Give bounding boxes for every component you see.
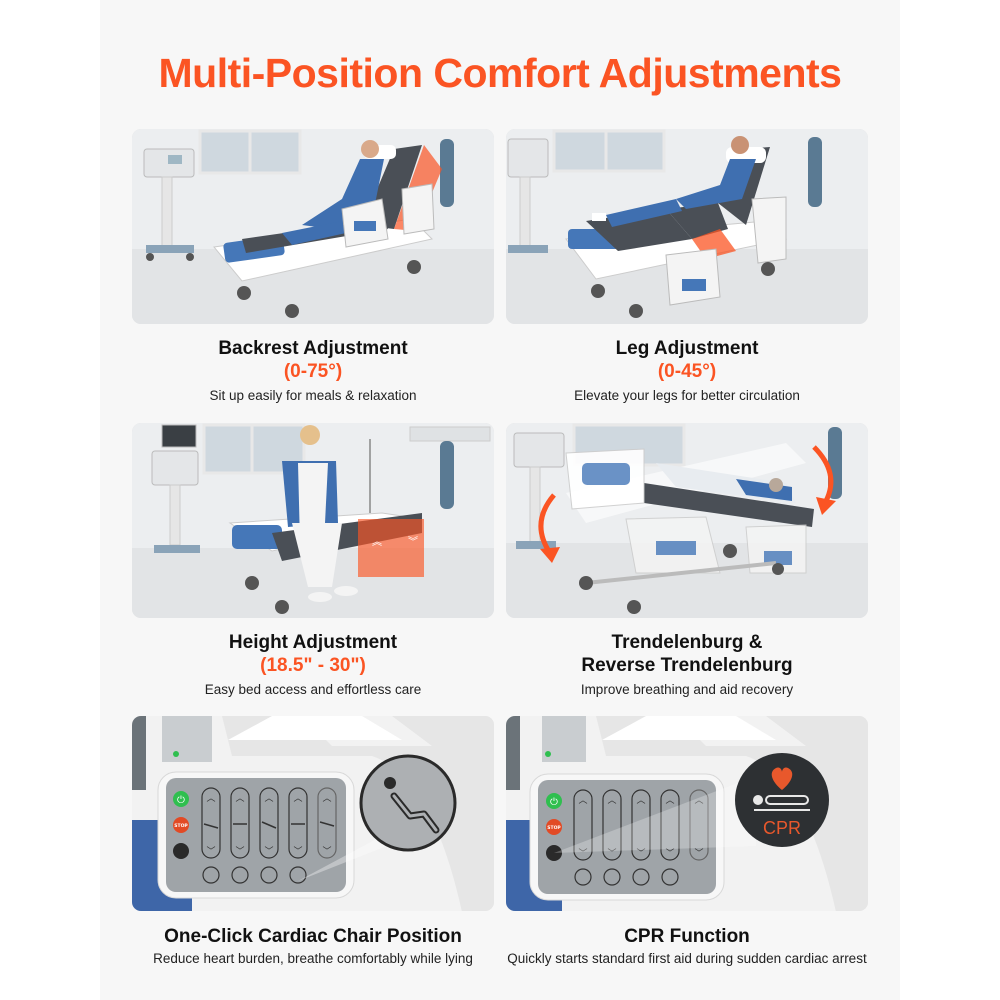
svg-text:︿: ︿ — [235, 794, 244, 804]
backrest-image — [132, 129, 494, 324]
stop-label: STOP — [174, 823, 188, 829]
page-title: Multi-Position Comfort Adjustments — [158, 50, 842, 96]
height-caption: Height Adjustment (18.5" - 30") Easy bed… — [132, 631, 494, 700]
svg-text:︿: ︿ — [264, 794, 273, 804]
svg-text:︿: ︿ — [665, 796, 674, 806]
svg-text:︿: ︿ — [293, 794, 302, 804]
svg-text:⏻: ⏻ — [550, 797, 558, 808]
cpr-description: Quickly starts standard first aid during… — [507, 951, 867, 966]
svg-text:﹀: ﹀ — [206, 846, 215, 857]
trendelenburg-caption: Trendelenburg & Reverse Trendelenburg Im… — [506, 631, 868, 700]
leg-description: Elevate your legs for better circulation — [574, 388, 800, 403]
trendelenburg-description: Improve breathing and aid recovery — [580, 682, 794, 697]
cardiac-chair-image: ⏻ STOP ︿ ︿ ︿ ︿ ︿ ﹀ ﹀ ﹀ ﹀ ﹀ — [132, 716, 494, 911]
svg-text:︿: ︿ — [636, 796, 645, 806]
cardiac-chair-caption: One-Click Cardiac Chair Position Reduce … — [132, 925, 494, 969]
svg-text:﹀: ﹀ — [293, 846, 302, 857]
svg-text:﹀: ﹀ — [235, 846, 244, 857]
svg-text:﹀: ﹀ — [665, 848, 674, 859]
backrest-title: Backrest Adjustment — [218, 338, 408, 359]
svg-text:︿: ︿ — [206, 794, 215, 804]
svg-text:﹀: ﹀ — [607, 848, 616, 859]
svg-text:︿: ︿ — [578, 796, 587, 806]
backrest-range: (0-75°) — [283, 361, 343, 382]
svg-text:﹀: ﹀ — [578, 848, 587, 859]
height-title: Height Adjustment — [228, 632, 398, 653]
height-description: Easy bed access and effortless care — [204, 682, 422, 697]
svg-text:STOP: STOP — [547, 825, 561, 831]
cpr-badge-label: CPR — [763, 818, 801, 838]
svg-text:⏻: ⏻ — [177, 795, 185, 806]
leg-image — [506, 129, 868, 324]
cpr-caption: CPR Function Quickly starts standard fir… — [506, 925, 868, 969]
svg-text:︿: ︿ — [694, 796, 703, 806]
trendelenburg-image — [506, 423, 868, 618]
svg-text:︾: ︾ — [408, 536, 418, 548]
backrest-description: Sit up easily for meals & relaxation — [209, 388, 417, 403]
leg-title: Leg Adjustment — [615, 338, 759, 359]
svg-text:︿: ︿ — [322, 794, 331, 804]
cardiac-chair-description: Reduce heart burden, breathe comfortably… — [153, 951, 473, 966]
leg-range: (0-45°) — [657, 361, 717, 382]
svg-text:︿: ︿ — [607, 796, 616, 806]
svg-text:﹀: ﹀ — [264, 846, 273, 857]
svg-text:﹀: ﹀ — [636, 848, 645, 859]
height-range: (18.5" - 30") — [260, 655, 366, 676]
trendelenburg-title-line1: Trendelenburg & — [611, 632, 763, 653]
svg-text:﹀: ﹀ — [694, 848, 703, 859]
cpr-title: CPR Function — [624, 926, 750, 947]
leg-caption: Leg Adjustment (0-45°) Elevate your legs… — [506, 337, 868, 406]
height-image: ︽ ︾ — [132, 423, 494, 618]
svg-text:︽: ︽ — [372, 537, 382, 548]
trendelenburg-title-line2: Reverse Trendelenburg — [581, 655, 793, 676]
backrest-caption: Backrest Adjustment (0-75°) Sit up easil… — [132, 337, 494, 406]
cpr-image: ⏻ STOP ︿ ︿ ︿ ︿ ︿ ﹀ ﹀ ﹀ ﹀ ﹀ CPR — [506, 716, 868, 911]
svg-text:﹀: ﹀ — [322, 846, 331, 857]
cardiac-chair-title: One-Click Cardiac Chair Position — [164, 926, 462, 947]
